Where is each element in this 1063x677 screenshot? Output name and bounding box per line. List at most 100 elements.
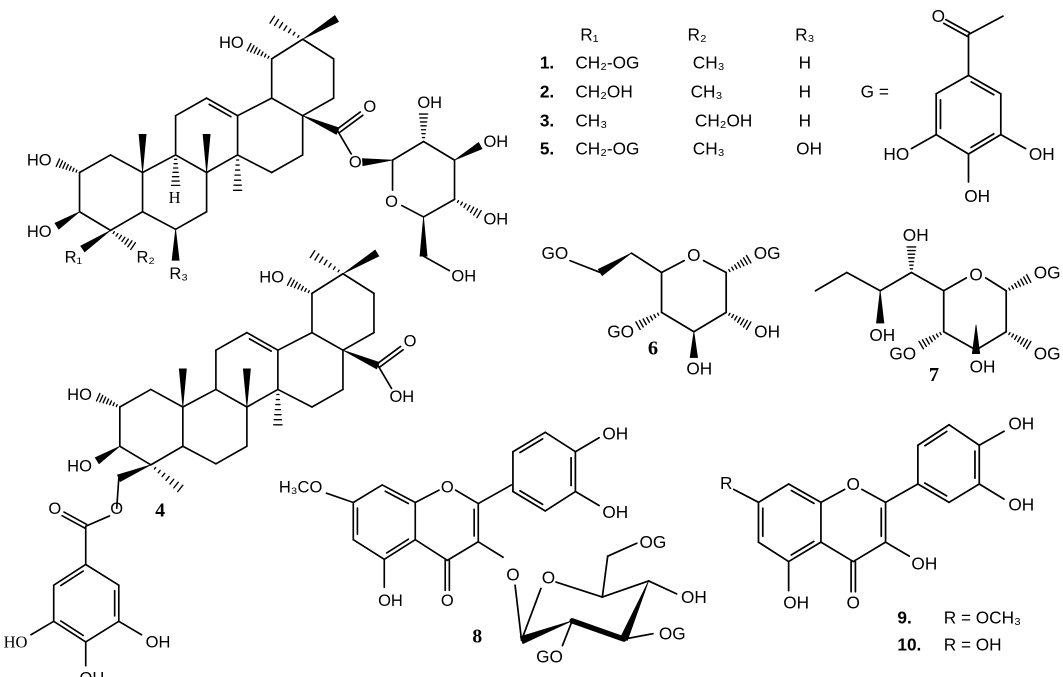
single-bond	[477, 484, 513, 505]
hashed-bond	[118, 234, 123, 240]
double-bond	[381, 484, 417, 504]
hashed-bond	[1011, 285, 1015, 290]
wedge-bond	[80, 230, 111, 253]
single-bond	[84, 563, 120, 586]
hashed-bond	[267, 55, 270, 59]
hashed-bond	[734, 264, 738, 270]
label-oh-5: OH	[378, 591, 403, 610]
hashed-bond	[278, 21, 284, 29]
single-bond	[182, 445, 217, 465]
single-bond	[978, 483, 1005, 500]
hashed-bond	[260, 51, 264, 57]
double-bond-inner	[790, 540, 815, 556]
hashed-bond	[466, 204, 471, 211]
hashed-bond	[95, 392, 101, 402]
hashed-bond	[1022, 276, 1028, 285]
double-bond	[338, 114, 364, 134]
single-bond	[141, 210, 177, 231]
hashed-bond	[290, 279, 295, 288]
single-bond	[109, 210, 144, 232]
hashed-bond	[925, 337, 930, 345]
hashed-bond	[297, 34, 300, 38]
hashed-bond	[293, 281, 298, 289]
single-bond	[757, 483, 790, 504]
hashed-bond	[287, 28, 292, 34]
hashed-bond	[115, 232, 119, 237]
c8-go-2: GO	[536, 646, 563, 666]
c9-r: R	[720, 473, 732, 493]
single-bond	[757, 541, 790, 563]
c8-og-3: OG	[659, 624, 686, 644]
single-bond	[422, 255, 451, 272]
hashed-bond	[109, 400, 113, 406]
single-bond	[477, 540, 504, 559]
compound-number-8: 8	[472, 626, 482, 647]
c6-ring-o: O	[687, 245, 700, 265]
single-bond	[78, 154, 112, 174]
single-bond	[78, 210, 112, 232]
single-bond	[401, 204, 425, 218]
c6-go-6: GO	[542, 243, 569, 263]
variant-formula-10: R = OH	[944, 634, 1002, 654]
single-bond	[555, 581, 604, 598]
label-carbonyl-o: O	[363, 97, 376, 116]
single-bond	[630, 252, 663, 274]
galloyl-definition-label: G =	[861, 82, 889, 102]
hashed-bond	[742, 257, 749, 266]
single-bond	[342, 331, 375, 352]
single-bond	[301, 38, 335, 60]
single-bond	[569, 259, 602, 274]
wedge-bond	[597, 252, 632, 277]
row-id: 1.	[540, 52, 554, 72]
hashed-bond	[323, 259, 328, 266]
c8-oh-3p: OH	[602, 423, 628, 443]
wedge-bond	[419, 216, 428, 257]
hashed-bond	[918, 340, 925, 350]
hashed-bond	[745, 254, 752, 264]
row-id: 5.	[540, 139, 554, 159]
single-bond	[174, 154, 208, 174]
single-bond	[942, 277, 968, 292]
single-bond	[910, 271, 945, 292]
compound-number-7: 7	[929, 364, 939, 386]
lower-left-bonds	[30, 484, 513, 667]
single-bond	[660, 311, 695, 333]
hashed-bond	[1022, 339, 1029, 348]
label-ho-c3: HO	[27, 222, 52, 241]
double-bond-inner	[970, 132, 995, 149]
c8-og-6: OG	[640, 532, 667, 552]
wedge-bond	[689, 331, 699, 358]
row-r3: H	[799, 111, 811, 131]
hashed-bond	[300, 285, 304, 291]
single-bond	[660, 259, 686, 274]
label-methoxy: H₃CO	[279, 478, 323, 497]
single-bond	[606, 542, 638, 558]
substituent-table: R₁ R₂ R₃ 1. CH₂-OG CH₃ H 2. CH₂OH CH₃ H …	[540, 24, 822, 158]
single-bond	[311, 331, 344, 352]
double-bond	[512, 490, 547, 512]
label-h9: H	[169, 188, 181, 207]
hashed-bond	[463, 203, 467, 209]
label-sugar-ring-o: O	[385, 192, 398, 211]
hashed-bond	[1025, 340, 1032, 350]
table-row: 3. CH₃ CH₂OH H	[540, 111, 811, 131]
double-bond	[52, 563, 87, 586]
single-bond	[84, 620, 120, 643]
wedge-bond	[519, 620, 573, 645]
hashed-bond	[928, 336, 933, 343]
single-bond	[544, 490, 577, 512]
hashed-bond	[1011, 333, 1015, 338]
hashed-bond	[328, 262, 332, 268]
single-bond	[942, 330, 977, 351]
c9-oh-5: OH	[783, 592, 809, 612]
double-bond	[205, 97, 239, 117]
hashed-bond	[124, 238, 130, 245]
single-bond	[236, 154, 273, 174]
single-bond	[352, 484, 384, 504]
single-bond	[601, 580, 650, 598]
single-bond	[422, 140, 456, 161]
hashed-bond	[1008, 287, 1011, 291]
hashed-bond	[165, 475, 170, 481]
single-bond	[544, 431, 577, 453]
single-bond	[174, 97, 208, 117]
